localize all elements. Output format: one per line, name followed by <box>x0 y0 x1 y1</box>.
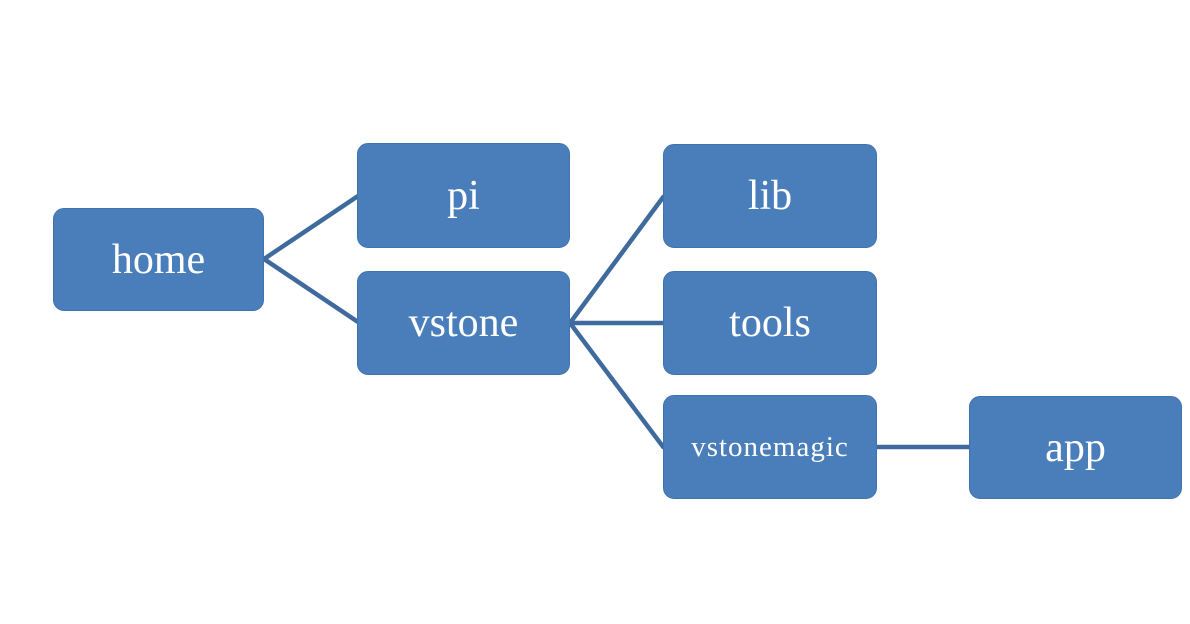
node-app: app <box>969 396 1182 499</box>
node-tools: tools <box>663 271 877 375</box>
node-home: home <box>53 208 264 311</box>
connector-vstone-vstonemagic <box>568 321 666 450</box>
node-lib: lib <box>663 144 877 248</box>
node-pi-label: pi <box>447 172 480 219</box>
node-vstone: vstone <box>357 271 570 375</box>
node-tools-label: tools <box>729 300 811 346</box>
node-vstone-label: vstone <box>408 300 519 346</box>
node-app-label: app <box>1045 424 1106 471</box>
connector-home-pi <box>262 194 360 261</box>
node-home-label: home <box>111 236 206 283</box>
node-pi: pi <box>357 143 570 248</box>
connector-vstone-lib <box>568 194 666 325</box>
node-vstonemagic: vstonemagic <box>663 395 877 499</box>
node-lib-label: lib <box>747 173 793 219</box>
node-vstonemagic-label: vstonemagic <box>691 430 849 463</box>
connector-home-vstone <box>262 257 360 324</box>
